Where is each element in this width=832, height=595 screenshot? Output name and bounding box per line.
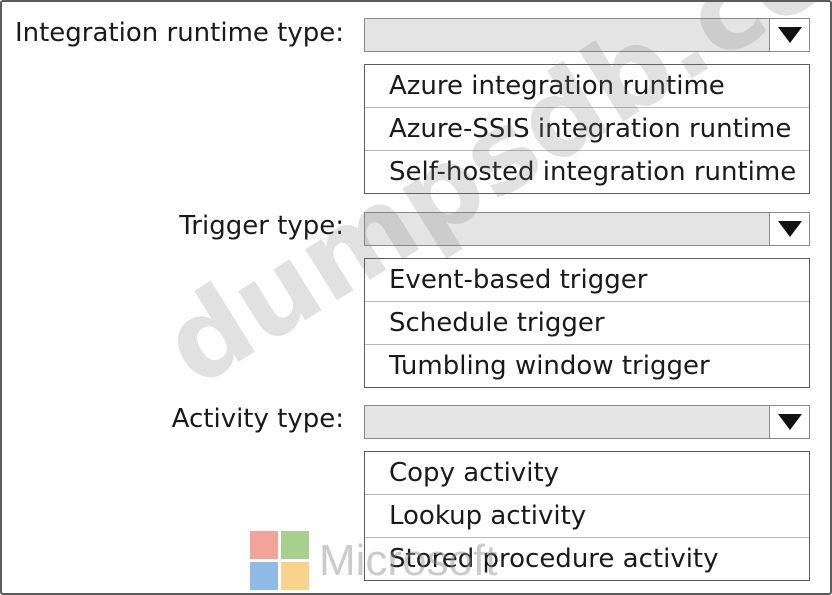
option-event-based-trigger[interactable]: Event-based trigger [365,259,809,302]
trigger-type-dropdown[interactable] [364,212,810,246]
trigger-type-label: Trigger type: [179,211,344,241]
chevron-down-icon [777,221,802,237]
option-lookup-activity[interactable]: Lookup activity [365,495,809,538]
option-stored-procedure-activity[interactable]: Stored procedure activity [389,544,719,574]
option-copy-activity[interactable]: Copy activity [365,452,809,495]
integration-runtime-options: Azure integration runtime Azure-SSIS int… [364,64,810,194]
option-tumbling-window-trigger[interactable]: Tumbling window trigger [389,351,710,381]
option-self-hosted-integration-runtime[interactable]: Self-hosted integration runtime [389,157,797,187]
option-azure-ssis-integration-runtime[interactable]: Azure-SSIS integration runtime [365,108,809,151]
integration-runtime-type-dropdown[interactable] [364,18,810,52]
dropdown-toggle-button[interactable] [769,19,809,51]
chevron-down-icon [777,27,802,43]
option-azure-integration-runtime[interactable]: Azure integration runtime [365,65,809,108]
microsoft-logo-icon [250,531,309,590]
activity-type-dropdown[interactable] [364,405,810,439]
option-schedule-trigger[interactable]: Schedule trigger [365,302,809,345]
dropdown-toggle-button[interactable] [769,213,809,245]
logo-square-red [250,531,278,559]
logo-square-green [281,531,309,559]
activity-type-label: Activity type: [171,404,344,434]
integration-runtime-type-label: Integration runtime type: [14,18,344,48]
dropdown-toggle-button[interactable] [769,406,809,438]
logo-square-yellow [281,562,309,590]
chevron-down-icon [777,414,802,430]
trigger-type-options: Event-based trigger Schedule trigger Tum… [364,258,810,388]
activity-type-options: Copy activity Lookup activity Stored pro… [364,451,810,581]
logo-square-blue [250,562,278,590]
